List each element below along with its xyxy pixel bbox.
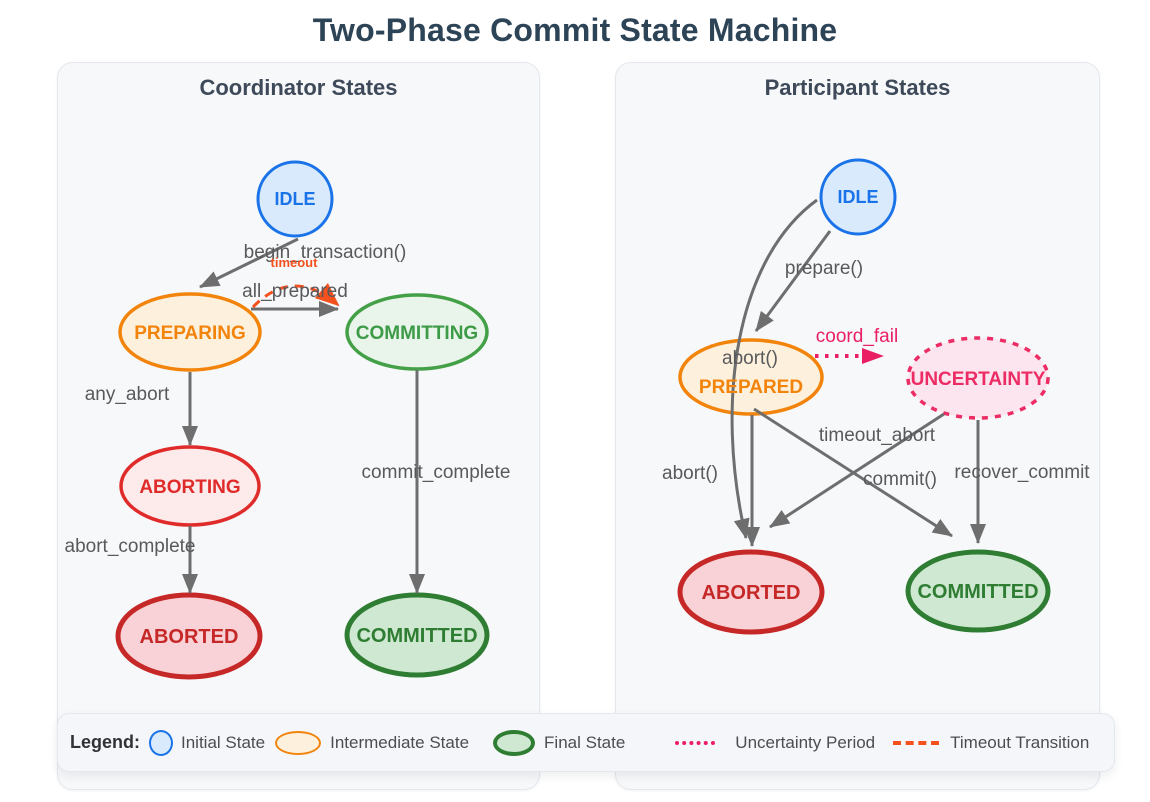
timeout-transition-swatch <box>893 740 940 745</box>
label-coordinator-preparing: PREPARING <box>134 323 246 344</box>
label-coordinator-committing: COMMITTING <box>356 323 478 344</box>
edge-label-abort-complete: abort_complete <box>65 536 196 557</box>
edge-label-abort-prepared: abort() <box>662 463 718 484</box>
node-participant-aborted <box>677 549 825 635</box>
legend: Legend: Initial State Intermediate State… <box>57 713 1115 772</box>
label-coordinator-committed: COMMITTED <box>356 625 477 647</box>
edge-timeout <box>251 283 340 309</box>
node-coordinator-preparing <box>118 292 262 372</box>
edge-label-commit-complete: commit_complete <box>362 462 511 483</box>
edge-label-any-abort: any_abort <box>85 384 170 405</box>
label-participant-committed: COMMITTED <box>917 581 1038 603</box>
edge-label-prepare: prepare() <box>785 258 863 279</box>
legend-label-final: Final State <box>544 732 626 752</box>
node-participant-idle <box>819 158 897 236</box>
edge-label-timeout: timeout <box>271 255 319 270</box>
label-participant-aborted: ABORTED <box>702 582 801 604</box>
node-participant-prepared <box>678 338 824 416</box>
label-coordinator-idle: IDLE <box>274 189 315 209</box>
coordinator-panel-title: Coordinator States <box>199 75 398 100</box>
legend-label-initial: Initial State <box>181 732 266 752</box>
label-participant-prepared: PREPARED <box>699 377 803 398</box>
edge-label-all-prepared: all_prepared <box>242 281 348 302</box>
legend-title: Legend: <box>70 732 140 752</box>
edge-abort-from-idle <box>730 198 818 539</box>
node-coordinator-committed <box>344 592 490 678</box>
final-state-swatch <box>493 729 536 756</box>
node-participant-committed <box>905 549 1051 633</box>
label-coordinator-aborting: ABORTING <box>139 477 240 498</box>
edge-label-begin-transaction: begin_transaction() <box>244 242 407 263</box>
initial-state-swatch <box>149 729 173 756</box>
label-participant-uncertainty: UNCERTAINTY <box>911 369 1046 390</box>
node-participant-uncertainty <box>906 336 1050 420</box>
legend-label-uncertainty: Uncertainty Period <box>735 732 876 752</box>
edge-timeout-abort <box>769 412 945 529</box>
uncertainty-period-swatch <box>675 740 716 745</box>
label-participant-idle: IDLE <box>837 187 878 207</box>
legend-label-intermediate: Intermediate State <box>330 732 470 752</box>
edge-label-coord-fail: coord_fail <box>816 326 898 347</box>
intermediate-state-swatch <box>275 730 322 755</box>
legend-label-timeout: Timeout Transition <box>950 732 1090 752</box>
edge-prepare <box>754 230 832 332</box>
node-coordinator-aborted <box>115 592 263 680</box>
edge-label-timeout-abort: timeout_abort <box>819 425 936 446</box>
participant-panel-title: Participant States <box>764 75 951 100</box>
node-coordinator-aborting <box>119 445 261 527</box>
edge-begin-transaction <box>199 237 299 289</box>
label-coordinator-aborted: ABORTED <box>140 626 239 648</box>
edge-label-recover-commit: recover_commit <box>954 462 1090 483</box>
edge-label-abort-idle: abort() <box>722 348 778 369</box>
node-coordinator-idle <box>256 160 334 238</box>
node-coordinator-committing <box>345 293 489 371</box>
edge-label-commit: commit() <box>863 469 937 490</box>
page-title: Two-Phase Commit State Machine <box>312 12 838 48</box>
